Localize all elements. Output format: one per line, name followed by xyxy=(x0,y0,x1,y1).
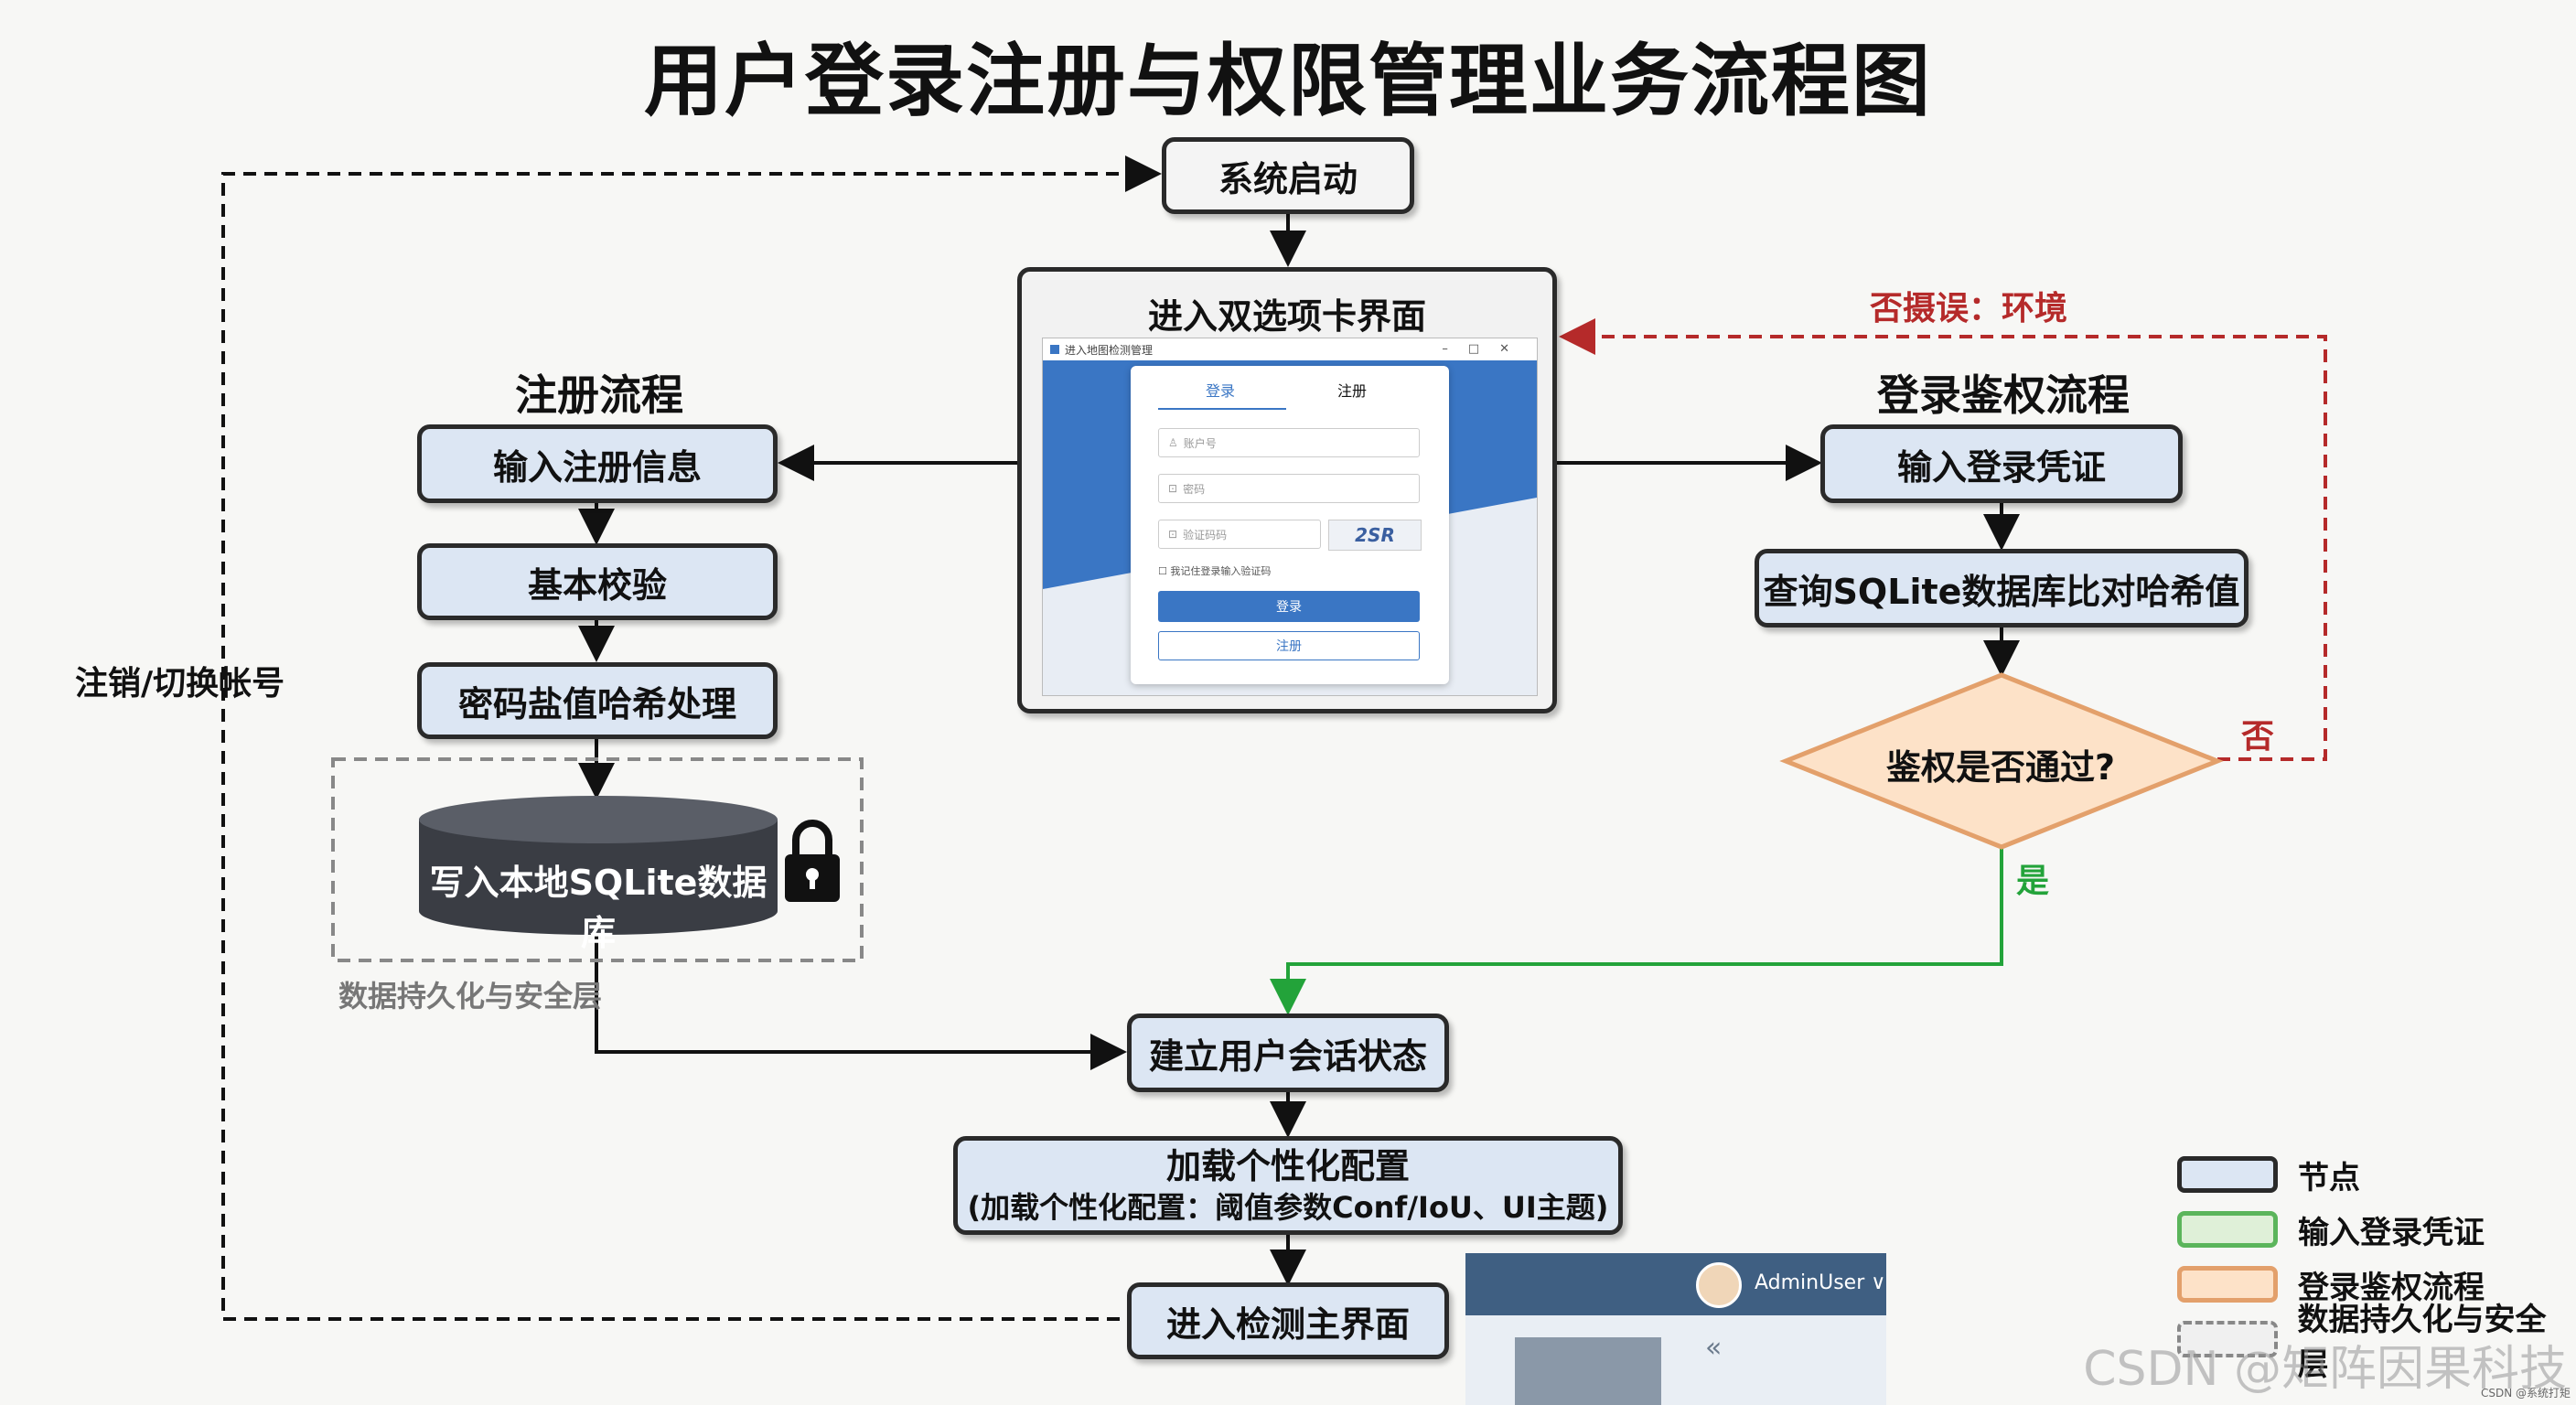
watermark-small: CSDN @系统打矩 xyxy=(2480,1387,2571,1400)
database-cylinder xyxy=(419,796,778,935)
legend-item: 登录鉴权流程 xyxy=(2177,1264,2485,1306)
arrow-no-to-dualtab xyxy=(1559,318,2327,761)
app-icon xyxy=(1050,345,1059,354)
lock-small-icon: ⊡ xyxy=(1168,482,1178,495)
legend-swatch xyxy=(2177,1211,2278,1248)
collapse-chevron-icon[interactable]: « xyxy=(1705,1332,1723,1364)
node-query-db: 查询SQLite数据库比对哈希值 xyxy=(1755,549,2249,627)
legend-item: 输入登录凭证 xyxy=(2177,1209,2485,1251)
remember-label: 我记住登录输入验证码 xyxy=(1170,565,1272,577)
node-session: 建立用户会话状态 xyxy=(1127,1014,1449,1092)
heading-login: 登录鉴权流程 xyxy=(1877,370,2130,420)
app-header xyxy=(1465,1253,1886,1315)
tab-register[interactable]: 注册 xyxy=(1337,382,1368,400)
password-input[interactable]: ⊡ 密码 xyxy=(1158,474,1420,503)
avatar[interactable] xyxy=(1696,1262,1742,1308)
label-no-error: 否摄误：环境 xyxy=(1870,290,2068,327)
node-login-input: 输入登录凭证 xyxy=(1820,424,2183,503)
login-tabs: 登录 注册 xyxy=(1131,375,1449,410)
decision-text: 鉴权是否通过? xyxy=(1885,747,2116,788)
account-placeholder: 账户号 xyxy=(1183,436,1217,450)
persistence-layer-box xyxy=(331,757,864,962)
user-icon: ♙ xyxy=(1168,436,1178,449)
tab-underline xyxy=(1158,408,1286,410)
checkbox-icon: ☐ xyxy=(1158,565,1171,577)
login-window-title: 进入地图检测管理 xyxy=(1065,343,1154,357)
login-button[interactable]: 登录 xyxy=(1158,591,1420,622)
node-register-input: 输入注册信息 xyxy=(417,424,778,503)
captcha-image[interactable]: 2SR xyxy=(1328,520,1422,551)
lock-icon xyxy=(785,820,840,902)
captcha-placeholder: 验证码码 xyxy=(1183,528,1228,542)
legend-swatch xyxy=(2177,1266,2278,1303)
decision-diamond xyxy=(1779,672,2224,850)
legend-swatch xyxy=(2177,1321,2278,1357)
node-write-db: 写入本地SQLite数据库 xyxy=(429,863,767,953)
node-system-start: 系统启动 xyxy=(1162,137,1414,214)
node-basic-check: 基本校验 xyxy=(417,543,778,620)
legend-item: 节点 xyxy=(2177,1154,2360,1196)
heading-register: 注册流程 xyxy=(515,370,683,420)
node-main-ui: 进入检测主界面 xyxy=(1127,1282,1449,1359)
page-title: 用户登录注册与权限管理业务流程图 xyxy=(644,36,1932,127)
login-window-titlebar: 进入地图检测管理 –□✕ xyxy=(1043,338,1537,360)
legend-label: 数据持久化与安全层 xyxy=(2297,1302,2547,1383)
account-input[interactable]: ♙ 账户号 xyxy=(1158,428,1420,457)
login-window: 进入地图检测管理 –□✕ 登录 注册 ♙ 账户号 ⊡ 密码 ⊡ 验证码码 xyxy=(1042,338,1538,696)
window-controls-icon[interactable]: –□✕ xyxy=(1442,342,1530,356)
shield-small-icon: ⊡ xyxy=(1168,528,1178,541)
label-yes: 是 xyxy=(2016,863,2050,900)
arrow-yes-to-session xyxy=(1270,849,2003,1015)
persistence-layer-label: 数据持久化与安全层 xyxy=(338,979,603,1014)
legend-swatch xyxy=(2177,1156,2278,1193)
config-subtitle: (加载个性化配置：阈值参数Conf/IoU、UI主题) xyxy=(967,1189,1609,1225)
label-logout-switch: 注销/切换帐号 xyxy=(75,665,285,702)
login-card: 登录 注册 ♙ 账户号 ⊡ 密码 ⊡ 验证码码 2SR ☐ 我记住登录输入验证码… xyxy=(1131,366,1449,684)
label-no: 否 xyxy=(2241,718,2275,756)
legend-label: 登录鉴权流程 xyxy=(2298,1269,2485,1306)
tab-login[interactable]: 登录 xyxy=(1206,382,1236,400)
remember-checkbox[interactable]: ☐ 我记住登录输入验证码 xyxy=(1158,563,1271,578)
dual-tab-title: 进入双选项卡界面 xyxy=(1147,296,1426,337)
node-config: 加载个性化配置 (加载个性化配置：阈值参数Conf/IoU、UI主题) xyxy=(953,1136,1623,1235)
arrow-db-to-session xyxy=(595,933,1127,1070)
register-button[interactable]: 注册 xyxy=(1158,631,1420,660)
user-menu[interactable]: AdminUser ∨ xyxy=(1755,1271,1886,1294)
watermark: CSDN @矩阵因果科技 xyxy=(2083,1342,2567,1397)
legend-item: 数据持久化与安全层 xyxy=(2177,1302,2576,1383)
legend-label: 节点 xyxy=(2298,1159,2360,1196)
config-title: 加载个性化配置 xyxy=(1165,1146,1410,1187)
arrow-logout-loop xyxy=(221,156,1162,1321)
captcha-input[interactable]: ⊡ 验证码码 xyxy=(1158,520,1321,549)
app-sidebar-image xyxy=(1515,1337,1661,1405)
main-app-preview: AdminUser ∨ « xyxy=(1465,1253,1886,1405)
password-placeholder: 密码 xyxy=(1183,482,1206,496)
legend-label: 输入登录凭证 xyxy=(2298,1214,2485,1251)
node-dual-tab: 进入双选项卡界面 进入地图检测管理 –□✕ 登录 注册 ♙ 账户号 ⊡ 密码 xyxy=(1017,267,1557,713)
node-salt-hash: 密码盐值哈希处理 xyxy=(417,662,778,739)
